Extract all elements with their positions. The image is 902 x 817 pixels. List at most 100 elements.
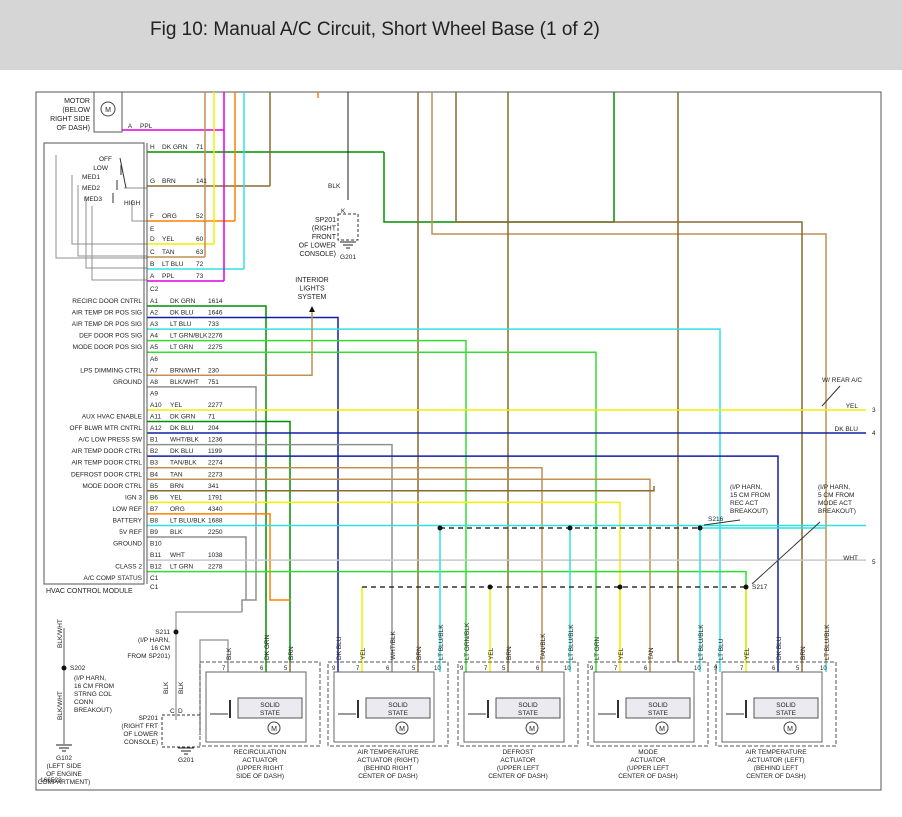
c1-pin: B9 — [150, 529, 158, 536]
callout-line — [703, 519, 741, 526]
actuator-inner — [205, 671, 307, 743]
c2-circuit: 72 — [196, 261, 204, 268]
actuator-location: CENTER OF DASH) — [746, 773, 806, 780]
actuator-wire-label: BRN — [416, 646, 423, 660]
s202-desc: BREAKOUT) — [74, 707, 112, 714]
actuator-wire-label: LT GRN — [594, 636, 601, 660]
splice-dot — [61, 665, 67, 671]
blk-wht-label: BLK/WHT — [57, 619, 64, 648]
wire-a7 — [147, 312, 313, 377]
s211-label: S211 — [155, 629, 170, 636]
actuator-motor-icon — [525, 721, 539, 735]
sp201-bottom-splice — [161, 714, 201, 748]
actuator-pin: 9 — [714, 666, 718, 672]
connector-c2: C2 — [150, 286, 159, 293]
sp201-bottom-desc: (RIGHT FRT — [121, 723, 158, 730]
actuator-motor-icon — [655, 721, 669, 735]
actuator-pin: 10 — [434, 666, 441, 672]
sp201-bottom-desc: OF LOWER — [123, 731, 158, 738]
motor-symbol: M — [659, 726, 665, 733]
c1-color: DK GRN — [170, 414, 196, 421]
wire-b4 — [147, 478, 651, 662]
hvac-control-module — [43, 142, 145, 585]
s202-desc: (I/P HARN, — [74, 675, 106, 682]
figure-id: 166523 — [40, 777, 62, 784]
c1-color: BLK — [170, 529, 183, 536]
solid-state-label: SOLID — [648, 702, 668, 709]
c1-pin: B1 — [150, 437, 158, 444]
sp201-label: OF LOWER — [299, 243, 336, 250]
solid-state-block — [753, 697, 819, 719]
actuator-pin: 9 — [590, 666, 594, 672]
actuator-wire-label: LT BLU/BLK — [438, 624, 445, 660]
actuator-wire-label: BLK — [226, 647, 233, 660]
actuator-name: RECIRCULATION — [234, 749, 287, 756]
s216-desc: 15 CM FROM — [730, 492, 770, 499]
s202-desc: STRNG COL — [74, 691, 112, 698]
c1-circuit: 2275 — [208, 344, 223, 351]
solid-state-label: STATE — [260, 710, 281, 717]
c1-pin: B12 — [150, 564, 162, 571]
sp201-label: FRONT — [312, 234, 337, 241]
c1-circuit: 2274 — [208, 460, 223, 467]
actuator-pin: 6 — [386, 666, 390, 672]
sp201-pin: C — [170, 708, 175, 715]
c1-function: RECIRC DOOR CNTRL — [72, 298, 142, 305]
wire-a11 — [147, 420, 291, 662]
actuator-name: ACTUATOR — [500, 757, 535, 764]
actuator-box — [715, 661, 837, 747]
c1-color: BRN — [170, 483, 184, 490]
actuator-pin: 7 — [740, 666, 744, 672]
module-internal-wire — [91, 206, 147, 281]
c1-function: AIR TEMP DR POS SIG — [72, 321, 142, 328]
c2-color: TAN — [162, 249, 175, 256]
rear-ac-wire-num: 4 — [872, 430, 876, 437]
switch-label: LOW — [93, 165, 109, 172]
figure-header: Fig 10: Manual A/C Circuit, Short Wheel … — [0, 0, 902, 70]
splice-dot — [617, 584, 623, 590]
switch-label: MED2 — [82, 185, 100, 192]
c1-color: TAN — [170, 471, 183, 478]
s216-desc: BREAKOUT) — [730, 508, 768, 515]
actuator-motor-icon — [267, 721, 281, 735]
actuator-inner — [333, 671, 435, 743]
actuator-location: SIDE OF DASH) — [236, 773, 284, 780]
actuator-name: MODE — [638, 749, 658, 756]
c1-pin: B2 — [150, 448, 158, 455]
splice-dot — [697, 525, 703, 531]
c1-circuit: 71 — [208, 414, 216, 421]
actuator-pin: 10 — [564, 666, 571, 672]
blower-label: RIGHT SIDE — [50, 116, 90, 123]
c1-color: WHT — [170, 552, 185, 559]
c1-pin: B3 — [150, 460, 158, 467]
motor-symbol: M — [529, 726, 535, 733]
solid-state-label: SOLID — [260, 702, 280, 709]
c1-pin: A12 — [150, 425, 162, 432]
c1-color: DK GRN — [170, 298, 196, 305]
c1-pin: A1 — [150, 298, 158, 305]
wire-a5 — [147, 351, 597, 662]
c1-color: DK BLU — [170, 425, 194, 432]
c1-color: WHT/BLK — [170, 437, 200, 444]
c1-function: A/C COMP STATUS — [83, 575, 142, 582]
solid-state-label: STATE — [648, 710, 669, 717]
module-internal-wire — [55, 155, 147, 259]
c1-circuit: 1688 — [208, 517, 223, 524]
c1-pin: A11 — [150, 414, 161, 421]
s216-desc: REC ACT — [730, 500, 758, 507]
wire-ppl-blower — [122, 92, 225, 131]
motor-symbol: M — [787, 726, 793, 733]
actuator-box — [587, 661, 709, 747]
wire-tan-long — [431, 92, 827, 662]
wire-a2 — [147, 316, 339, 662]
c1-function: GROUND — [113, 379, 142, 386]
c1-circuit: 204 — [208, 425, 219, 432]
c1-pin: B4 — [150, 471, 158, 478]
solid-state-label: SOLID — [518, 702, 538, 709]
ground-symbol — [56, 744, 72, 752]
wire-b5 — [147, 486, 655, 492]
actuator-wire-label: DK GRN — [264, 634, 271, 660]
solid-state-label: SOLID — [776, 702, 796, 709]
rear-ac-label: W/ REAR A/C — [822, 377, 862, 384]
